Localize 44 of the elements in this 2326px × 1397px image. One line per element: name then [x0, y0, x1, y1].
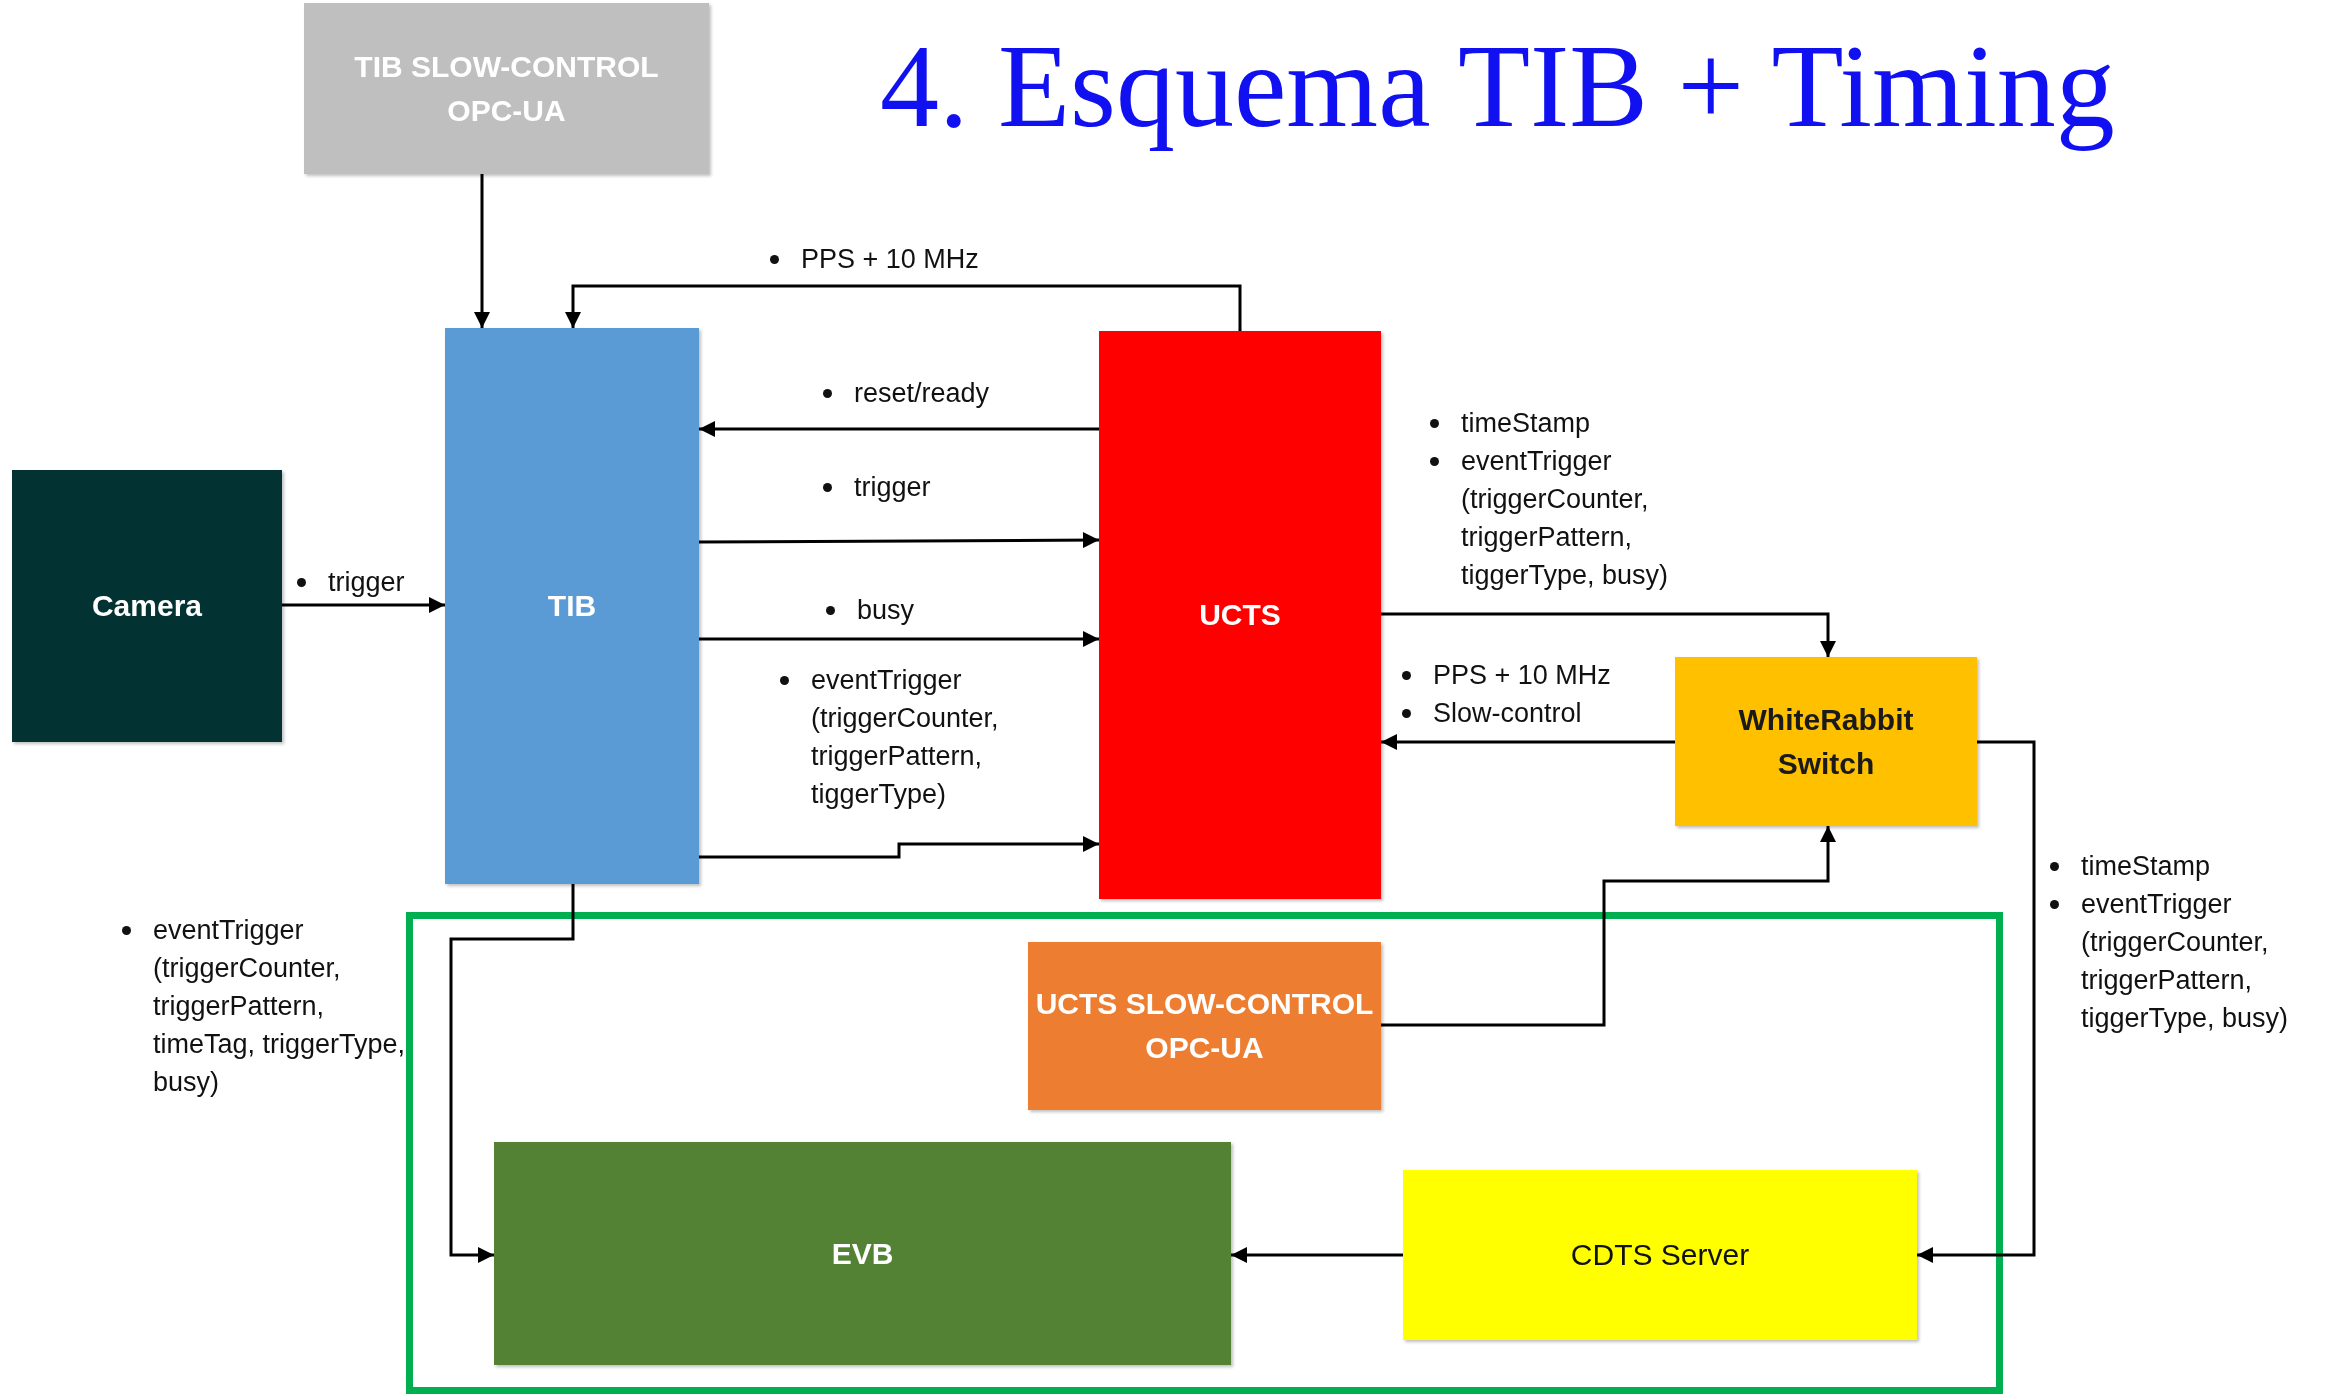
- box-label: UCTS: [1199, 597, 1281, 633]
- arrow: [699, 532, 1099, 549]
- arrow: [1381, 734, 1675, 750]
- arrow: [699, 836, 1099, 859]
- camera-box: [12, 470, 282, 742]
- box-label: UCTS SLOW-CONTROL OPC-UA: [1034, 986, 1375, 1066]
- box-label: CDTS Server: [1570, 1237, 1750, 1273]
- box-label: EVB: [831, 1235, 894, 1272]
- box-label: Camera: [91, 588, 203, 624]
- arrow: [449, 884, 575, 1263]
- signal-label: Slow-control: [1433, 697, 1582, 730]
- control-box: [1028, 942, 1381, 1110]
- edge-label: eventTrigger (triggerCounter, triggerPattern, tiggerType, busy): [1461, 445, 1670, 592]
- group-frame: [406, 912, 2003, 1394]
- edge-label: eventTrigger (triggerCounter, triggerPattern, timeTag, triggerType, busy): [153, 914, 407, 1099]
- arrow: [699, 631, 1099, 647]
- evb-box: [494, 1142, 1231, 1365]
- ucts-box: [1099, 331, 1381, 899]
- arrow: [1917, 740, 2036, 1263]
- box-label: TIB SLOW-CONTROL OPC-UA: [353, 48, 660, 129]
- control-box: [304, 3, 709, 174]
- arrow: [699, 421, 1099, 437]
- arrow: [1381, 612, 1836, 657]
- server-box: [1403, 1170, 1917, 1340]
- arrow: [565, 284, 1242, 331]
- arrow: [282, 597, 445, 613]
- box-label: TIB: [547, 588, 597, 624]
- edge-label: reset/ready: [854, 377, 990, 410]
- edge-label: busy: [857, 594, 915, 627]
- edge-label: trigger: [854, 471, 931, 504]
- edge-label: timeStamp: [2081, 850, 2211, 883]
- title: 4. Esquema TIB + Timing: [880, 22, 2115, 152]
- signal-label: eventTrigger (triggerCounter, triggerPattern, tiggerType, busy): [2081, 888, 2290, 1035]
- edge-label: PPS + 10 MHz: [1433, 659, 1611, 692]
- box-label: WhiteRabbit Switch: [1737, 701, 1915, 782]
- tib-box: [445, 328, 699, 884]
- signal-label: timeStamp: [1461, 407, 1591, 440]
- arrow: [1231, 1247, 1403, 1263]
- edge-label: trigger: [328, 566, 405, 599]
- edge-label: PPS + 10 MHz: [801, 243, 979, 276]
- edge-label: eventTrigger (triggerCounter, triggerPattern, tiggerType): [811, 664, 1000, 811]
- arrow: [1381, 826, 1836, 1027]
- arrow: [474, 174, 490, 328]
- switch-box: [1675, 657, 1977, 826]
